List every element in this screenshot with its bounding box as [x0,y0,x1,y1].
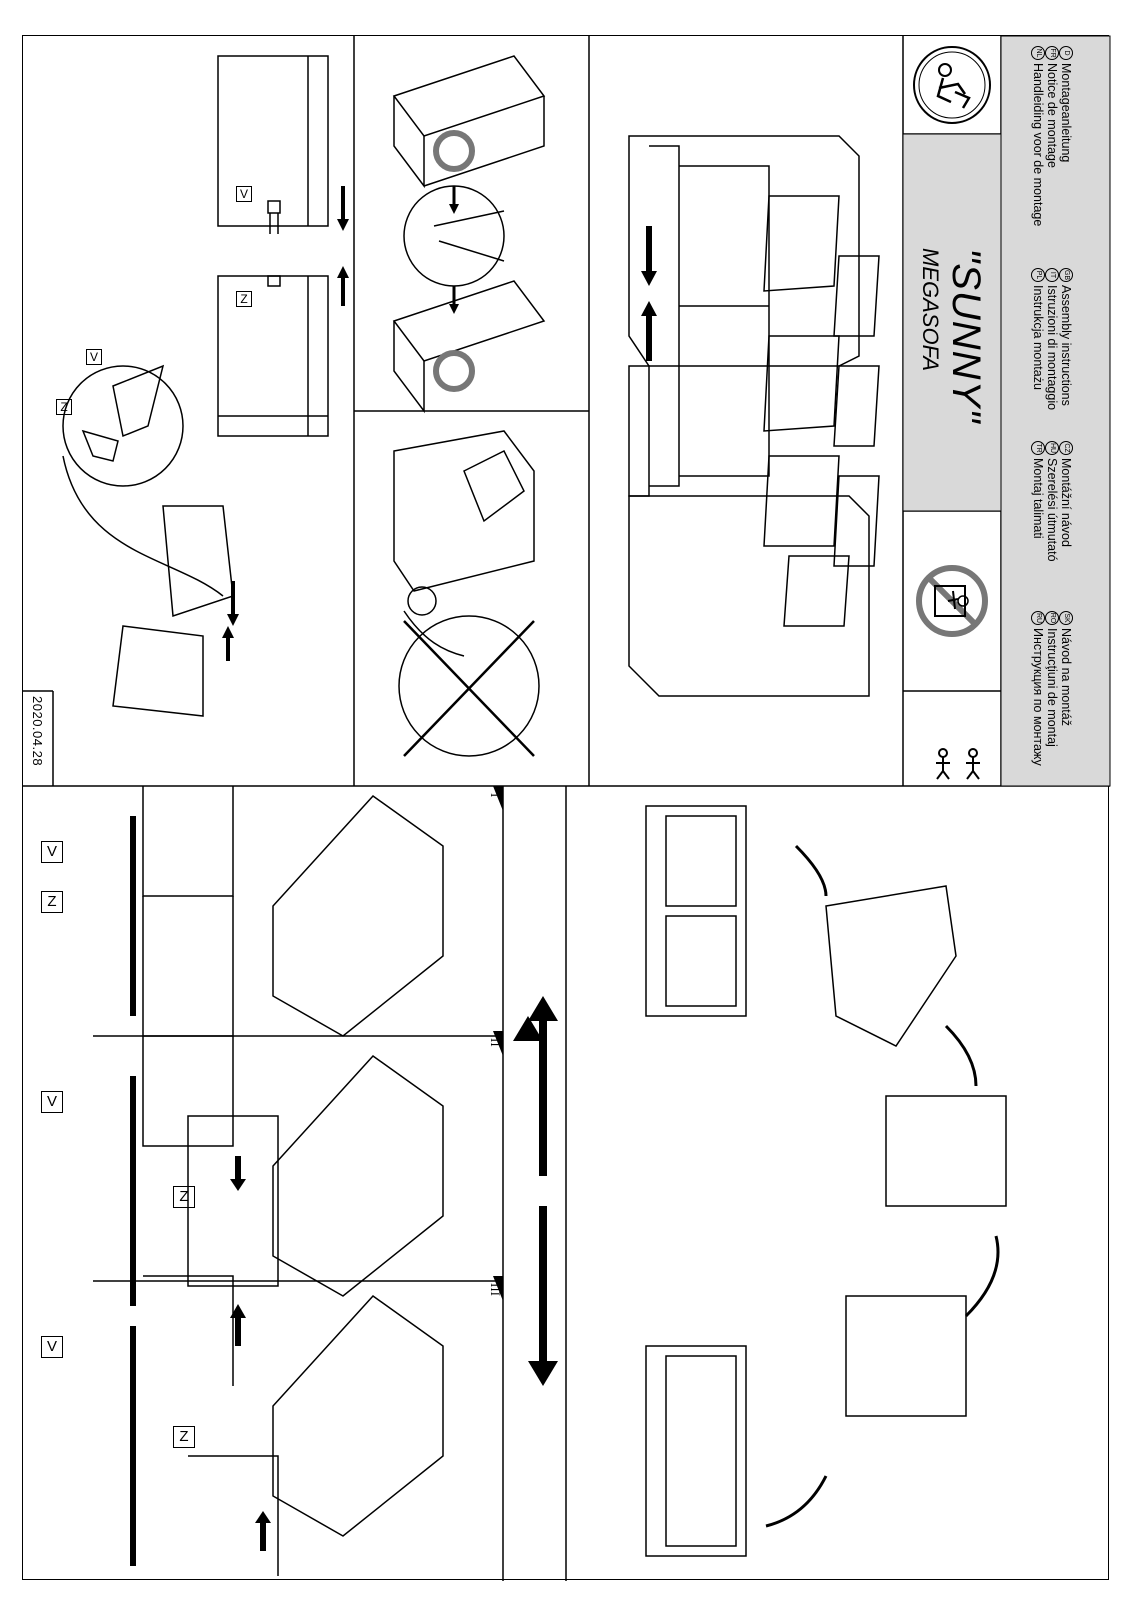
part-label-v: V [41,1336,63,1358]
panel-dividers [23,35,1111,1581]
part-label-z: Z [41,891,63,913]
revision-date: 2020.04.28 [30,696,45,767]
connector-plan-view [62,55,349,717]
part-label-v: V [86,349,102,365]
step-number: III [488,1283,503,1296]
step-number: I [488,793,503,798]
part-label-z: Z [173,1426,195,1448]
product-title-block: "SUNNY" [943,248,988,423]
part-label-z: Z [56,399,72,415]
do-not-lift-detail [393,430,540,757]
no-standing-on-sofa-icon [916,565,988,637]
part-label-v: V [236,186,252,202]
assembly-steps-illustration [130,786,558,1576]
unfolding-sequence-illustration [645,805,1007,1557]
part-label-z: Z [236,291,252,307]
product-name: "SUNNY" [944,248,988,424]
step-number: II [488,1038,503,1047]
two-persons-icon [936,748,980,780]
part-label-v: V [41,841,63,863]
assembly-person-icon [913,46,991,124]
module-joining-detail [392,55,546,414]
part-label-z: Z [173,1186,195,1208]
part-label-v: V [41,1091,63,1113]
product-subtitle: MEGASOFA [918,248,943,372]
megasofa-overview-illustration [628,135,880,697]
